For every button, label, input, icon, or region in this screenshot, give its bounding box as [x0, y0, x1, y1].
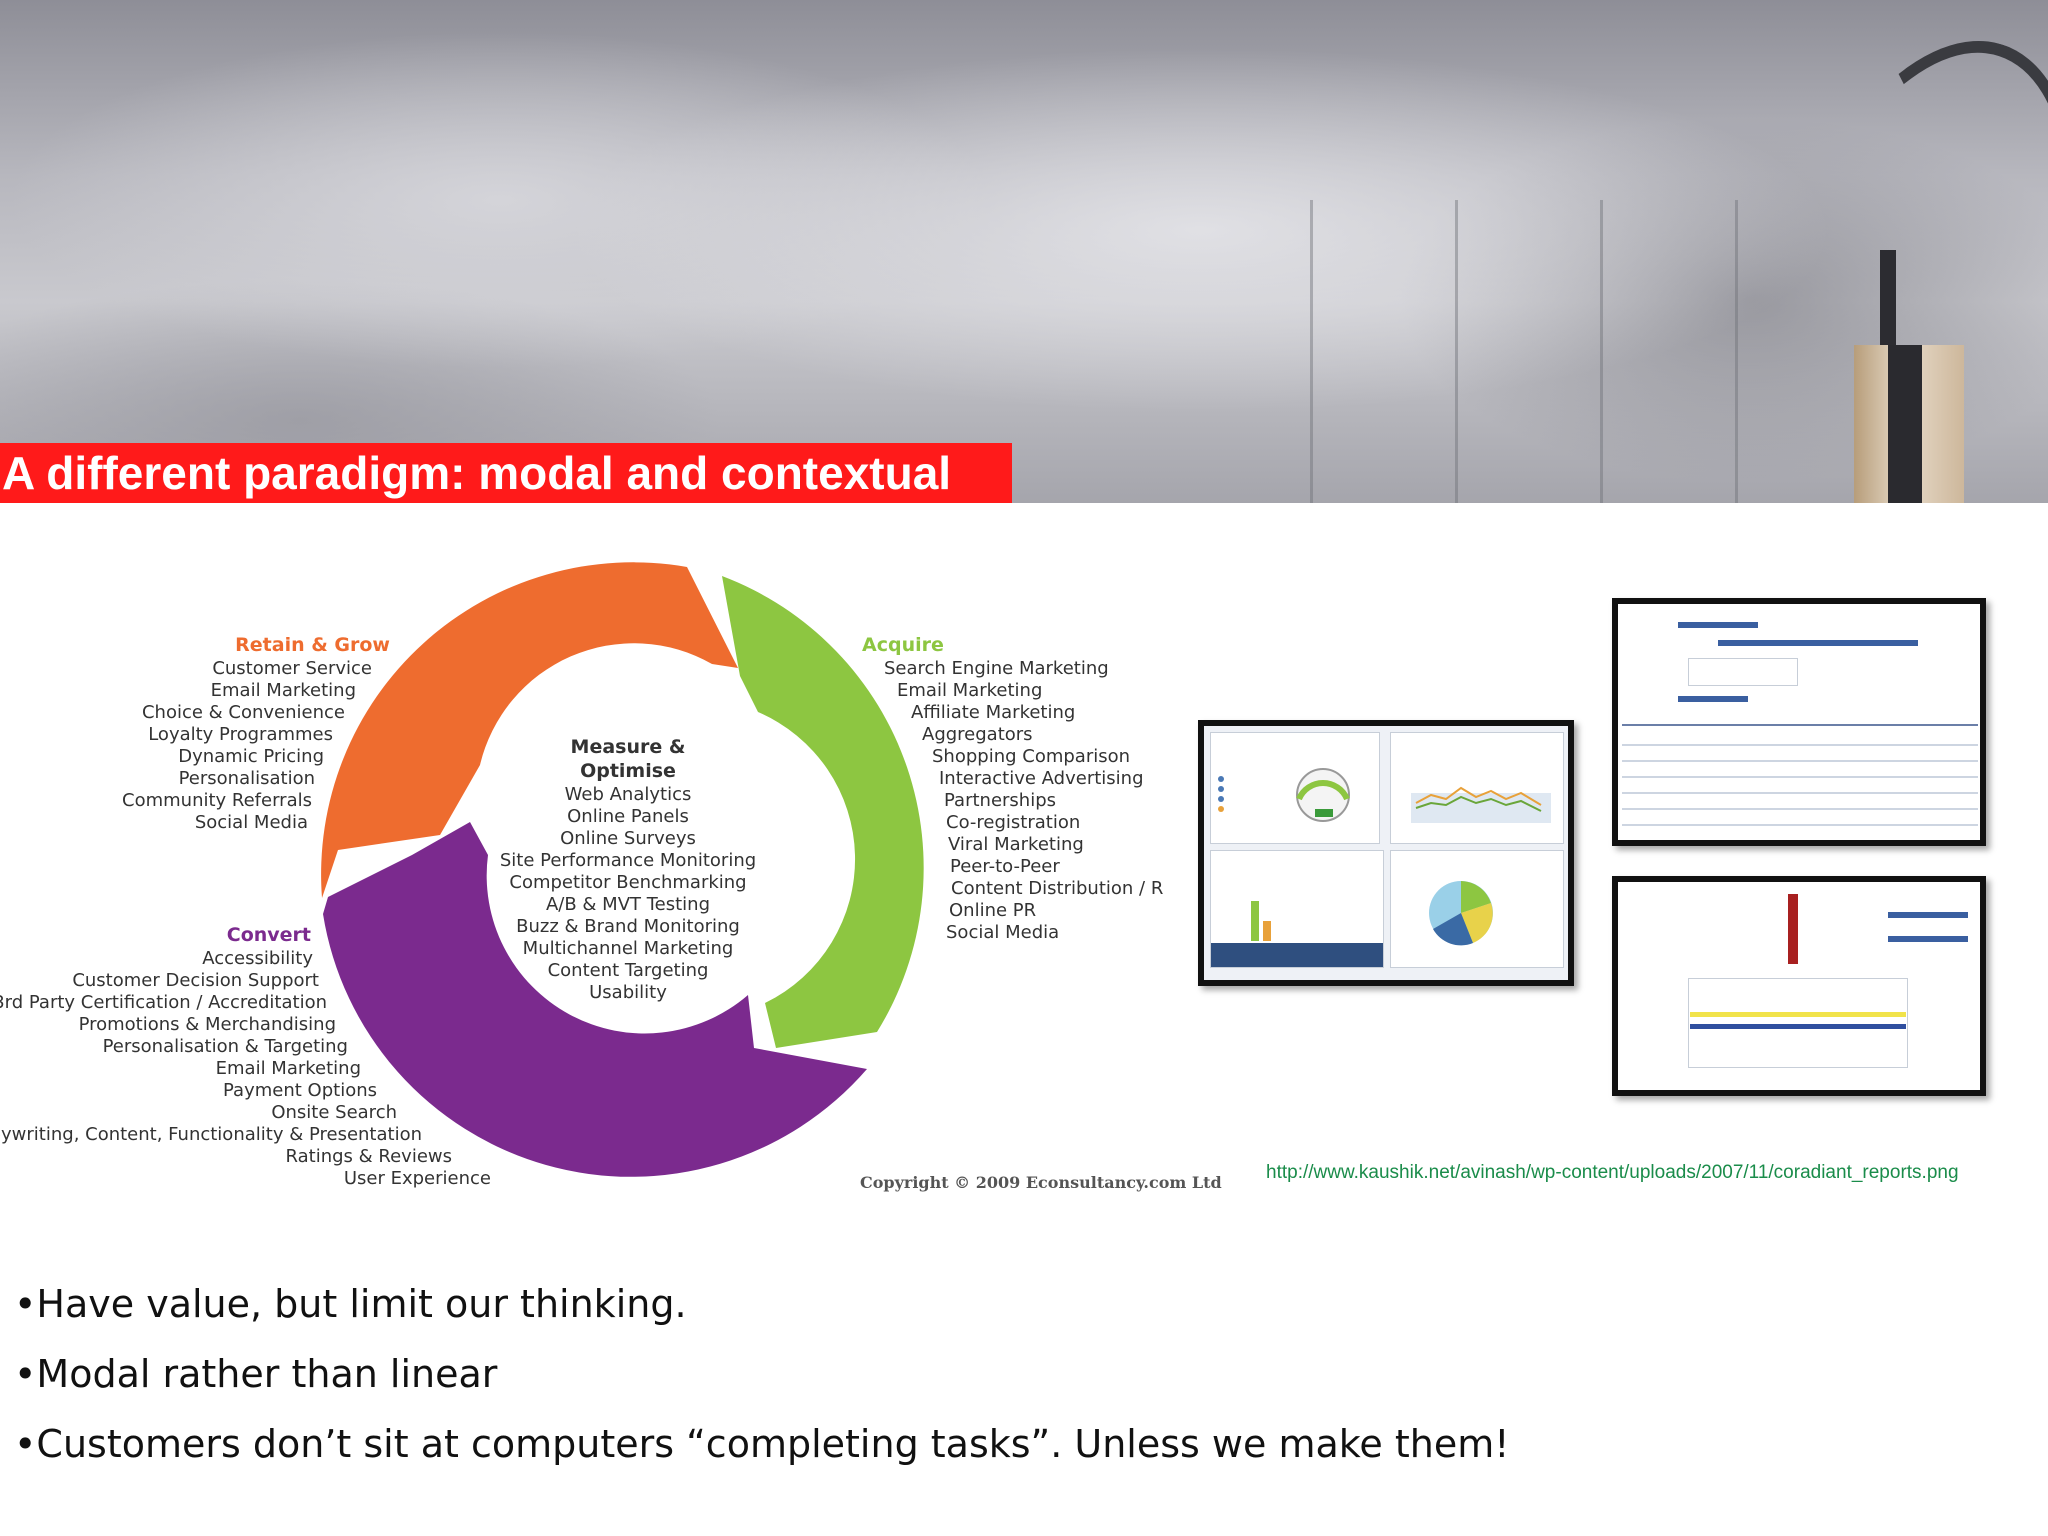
- convert-arc: [323, 822, 867, 1177]
- acquire-item: Affiliate Marketing: [911, 702, 1076, 723]
- trend-panel: [1390, 732, 1564, 844]
- lamp-bracket: [1888, 345, 1922, 503]
- acquire-item: Content Distribution / R: [951, 878, 1164, 899]
- marketing-cycle-diagram: Retain & Grow Customer Service Email Mar…: [0, 540, 1200, 1210]
- measure-item: Buzz & Brand Monitoring: [516, 916, 740, 937]
- convert-heading: Convert: [226, 924, 311, 946]
- bullet-point: •Have value, but limit our thinking.: [14, 1282, 687, 1326]
- facade-panel-line: [1600, 200, 1603, 503]
- bullet-point: •Customers don’t sit at computers “compl…: [14, 1422, 1510, 1466]
- measure-item: Competitor Benchmarking: [509, 872, 747, 893]
- acquire-item: Interactive Advertising: [939, 768, 1144, 789]
- retain-item: Email Marketing: [210, 680, 356, 701]
- facade-panel-line: [1735, 200, 1738, 503]
- acquire-item: Social Media: [946, 922, 1060, 943]
- convert-item: 3rd Party Certification / Accreditation: [0, 992, 327, 1013]
- acquire-arc: [722, 576, 924, 1048]
- acquire-item: Peer-to-Peer: [950, 856, 1060, 877]
- gauge-panel: [1210, 732, 1380, 844]
- measure-item: Online Surveys: [560, 828, 696, 849]
- cycle-ring: [321, 562, 924, 1177]
- acquire-item: Online PR: [949, 900, 1037, 921]
- pie-graphic: [1429, 881, 1493, 946]
- gauge-graphic: [1218, 768, 1350, 822]
- facade-panel-line: [1455, 200, 1458, 503]
- measure-item: Usability: [589, 982, 667, 1003]
- convert-item: Personalisation & Targeting: [102, 1036, 348, 1057]
- retain-grow-arc: [321, 562, 738, 898]
- measure-heading-line2: Optimise: [580, 760, 676, 782]
- acquire-heading: Acquire: [862, 634, 944, 656]
- measure-heading-line1: Measure &: [570, 736, 686, 758]
- convert-item: Promotions & Merchandising: [78, 1014, 336, 1035]
- trend-graphic: [1411, 786, 1551, 823]
- convert-item: Copywriting, Content, Functionality & Pr…: [0, 1124, 422, 1145]
- facade-panel-line: [1310, 200, 1313, 503]
- report-screenshot: [1612, 598, 1986, 846]
- convert-item: Customer Decision Support: [72, 970, 319, 991]
- dashboard-screenshot: [1198, 720, 1574, 986]
- measure-item: A/B & MVT Testing: [545, 894, 711, 915]
- acquire-item: Viral Marketing: [948, 834, 1084, 855]
- convert-item: Payment Options: [223, 1080, 377, 1101]
- convert-item: Onsite Search: [271, 1102, 397, 1123]
- convert-item: Email Marketing: [215, 1058, 361, 1079]
- flow-screenshot: [1612, 876, 1986, 1096]
- retain-item: Customer Service: [212, 658, 372, 679]
- acquire-item: Email Marketing: [897, 680, 1043, 701]
- bullet-point: •Modal rather than linear: [14, 1352, 498, 1396]
- measure-item: Multichannel Marketing: [522, 938, 734, 959]
- source-url[interactable]: http://www.kaushik.net/avinash/wp-conten…: [1266, 1162, 1959, 1183]
- pie-panel: [1390, 850, 1564, 968]
- convert-item: User Experience: [343, 1168, 491, 1189]
- measure-item: Web Analytics: [564, 784, 692, 805]
- acquire-item: Search Engine Marketing: [884, 658, 1109, 679]
- retain-item: Choice & Convenience: [141, 702, 345, 723]
- acquire-item: Partnerships: [944, 790, 1057, 811]
- bar-panel: [1210, 850, 1384, 968]
- retain-item: Social Media: [194, 812, 308, 833]
- retain-item: Community Referrals: [122, 790, 312, 811]
- measure-item: Content Targeting: [547, 960, 709, 981]
- retain-item: Loyalty Programmes: [148, 724, 333, 745]
- retain-item: Personalisation: [178, 768, 315, 789]
- bar-graphic: [1211, 901, 1383, 967]
- convert-item: Accessibility: [202, 948, 313, 969]
- retain-grow-heading: Retain & Grow: [235, 634, 390, 656]
- convert-item: Ratings & Reviews: [285, 1146, 453, 1167]
- measure-item: Online Panels: [567, 806, 689, 827]
- measure-item: Site Performance Monitoring: [499, 850, 757, 871]
- slide-title: A different paradigm: modal and contextu…: [0, 443, 1012, 503]
- copyright-note: Copyright © 2009 Econsultancy.com Ltd: [860, 1173, 1222, 1192]
- banner-photo: [0, 0, 2048, 503]
- acquire-item: Aggregators: [922, 724, 1033, 745]
- retain-item: Dynamic Pricing: [178, 746, 324, 767]
- acquire-item: Co-registration: [946, 812, 1081, 833]
- acquire-item: Shopping Comparison: [932, 746, 1131, 767]
